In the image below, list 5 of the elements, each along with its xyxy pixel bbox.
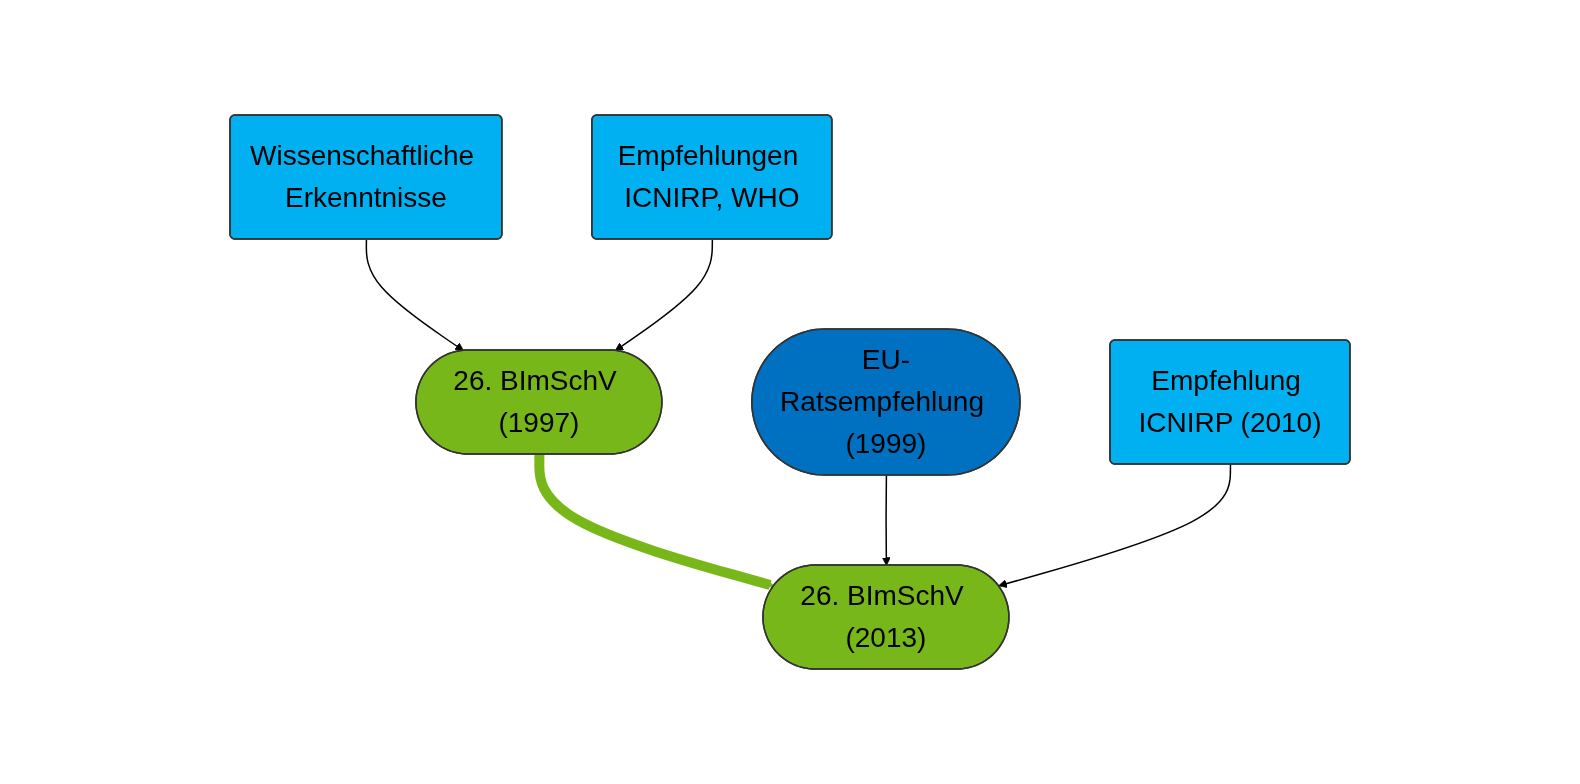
arrow <box>365 238 464 352</box>
arrow <box>614 238 714 352</box>
arrow <box>998 463 1232 588</box>
arrow <box>881 474 891 566</box>
arrow <box>534 454 775 590</box>
